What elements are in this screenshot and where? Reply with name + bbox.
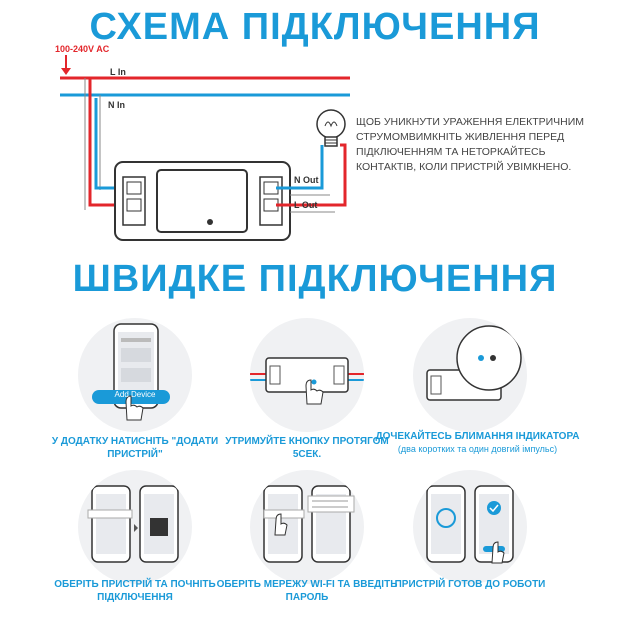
step-4-illustration — [78, 470, 192, 584]
led-dark-icon — [490, 355, 496, 361]
step-2-caption: Утримуйте кнопку протягом 5сек. — [225, 436, 389, 460]
supply-label: 100-240V AC — [55, 44, 110, 54]
step-3-caption-sub: (два коротких та один довгий імпульс) — [397, 444, 558, 454]
n-out-label: N Out — [294, 175, 319, 185]
wiring-title: СХЕМА ПІДКЛЮЧЕННЯ — [89, 6, 541, 48]
l-in-label: L In — [110, 67, 126, 77]
light-bulb-icon — [316, 109, 346, 147]
step-5-caption: Оберіть мережу Wi-Fi та введіть пароль — [216, 579, 398, 603]
step-1-caption: У додатку натисніть "Додати пристрій" — [51, 436, 219, 460]
finger-tap-icon — [125, 395, 144, 421]
led-blue-icon — [478, 355, 484, 361]
step-5-illustration — [250, 470, 364, 584]
safety-warning: Щоб уникнути ураження електричним струмо… — [356, 116, 585, 173]
finger-press-icon — [305, 379, 324, 405]
l-out-label: L Out — [294, 200, 318, 210]
progress-ring-icon — [436, 508, 456, 528]
supply-arrow-icon — [61, 55, 71, 75]
neutral-in-drop — [94, 97, 128, 190]
step-6-caption: Пристрій готов до роботи — [394, 579, 546, 590]
neutral-out-wire — [276, 145, 324, 190]
step-3-caption-main: Дочекайтесь блимання індикатора — [375, 431, 580, 442]
finger-tap-icon — [491, 541, 505, 564]
step-4-caption: Оберіть пристрій та почніть підключення — [54, 579, 216, 603]
add-device-button-text: Add Device — [114, 390, 156, 399]
quick-title: ШВИДКЕ ПІДКЛЮЧЕННЯ — [72, 258, 558, 300]
live-out-wire — [276, 143, 347, 207]
step-1-illustration — [78, 318, 192, 432]
step-6-illustration — [413, 470, 527, 584]
wiring-diagram — [60, 55, 350, 241]
step-2-illustration — [250, 318, 364, 432]
finger-tap-icon — [274, 513, 288, 536]
success-check-icon — [487, 501, 501, 515]
zoom-lens-icon — [456, 325, 522, 391]
step-3-illustration — [413, 318, 527, 432]
n-in-label: N In — [108, 100, 125, 110]
wifi-form-icon — [307, 495, 355, 513]
indicator-led-icon — [207, 219, 213, 225]
step-3-caption: Дочекайтесь блимання індикатора (два кор… — [375, 430, 580, 456]
